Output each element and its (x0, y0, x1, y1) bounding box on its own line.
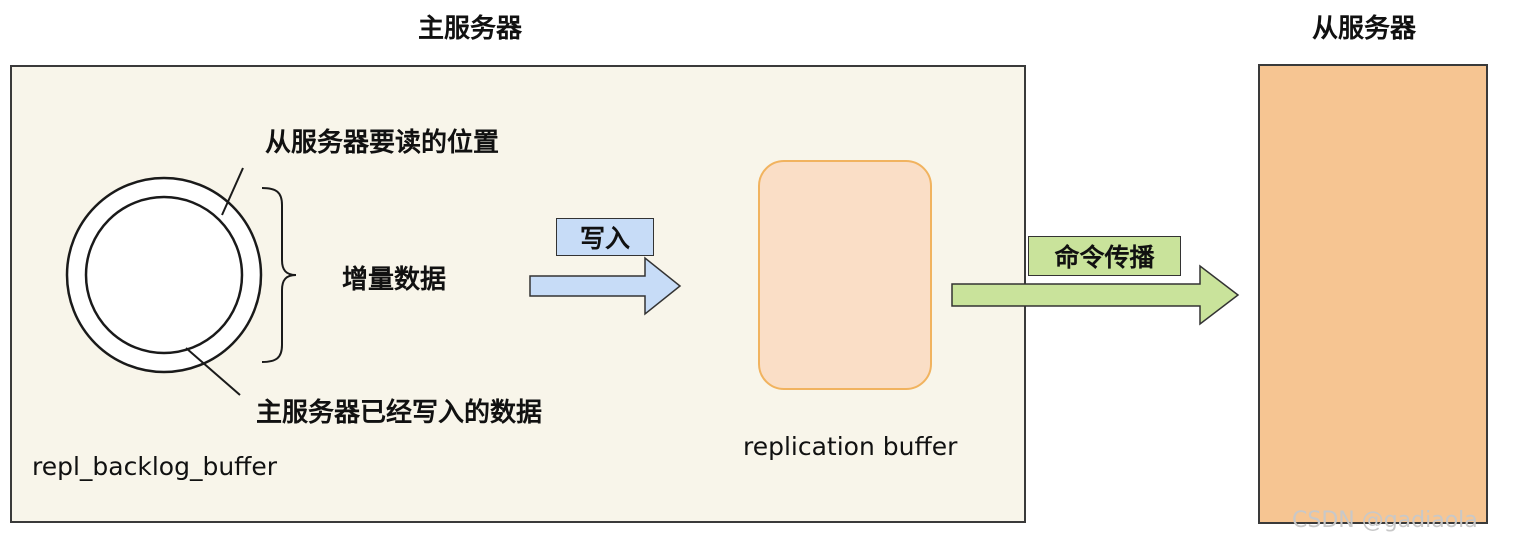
watermark: CSDN @gadiaola (1292, 508, 1478, 533)
replication-buffer-label: replication buffer (743, 432, 958, 461)
slave-server-title: 从服务器 (1312, 14, 1417, 44)
backlog-buffer-label: repl_backlog_buffer (32, 452, 278, 481)
slave-server-box (1258, 64, 1488, 524)
incremental-brace (261, 187, 297, 363)
read-position-label: 从服务器要读的位置 (265, 128, 500, 158)
backlog-ring-inner (84, 195, 244, 355)
incremental-data-label: 增量数据 (342, 265, 447, 295)
command-propagation-tag: 命令传播 (1028, 236, 1181, 276)
write-arrow (529, 256, 682, 316)
replication-buffer-block (758, 160, 932, 390)
written-data-label: 主服务器已经写入的数据 (256, 398, 543, 428)
written-position-pointer (185, 347, 241, 396)
write-tag: 写入 (556, 218, 654, 256)
read-position-pointer (221, 167, 244, 216)
master-server-title: 主服务器 (418, 14, 523, 44)
propagation-arrow (951, 264, 1240, 326)
